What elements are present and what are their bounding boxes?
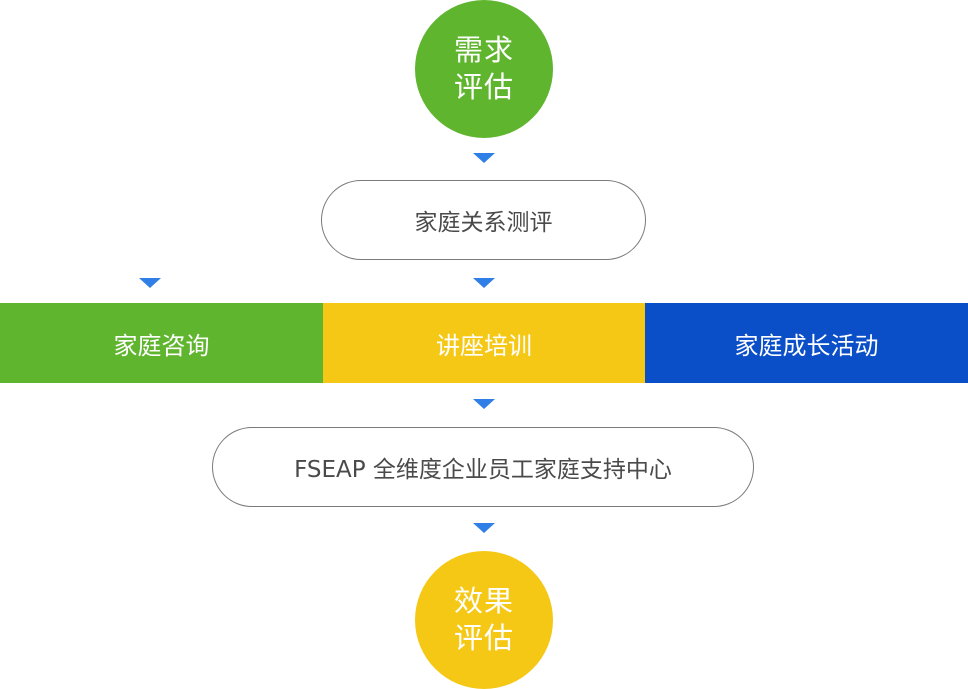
arrow-down-icon — [473, 278, 495, 288]
service-family-growth-activities-label: 家庭成长活动 — [734, 331, 879, 360]
effect-evaluation-node: 效果 评估 — [415, 551, 553, 689]
arrow-down-icon — [139, 278, 161, 288]
service-family-growth-activities: 家庭成长活动 — [645, 303, 968, 383]
needs-assessment-line1: 需求 — [453, 33, 514, 67]
needs-assessment-node: 需求 评估 — [415, 0, 553, 138]
fseap-support-center-node: FSEAP 全维度企业员工家庭支持中心 — [212, 427, 754, 507]
service-family-counseling-label: 家庭咨询 — [113, 331, 210, 360]
arrow-down-icon — [473, 399, 495, 409]
family-relationship-assessment-node: 家庭关系测评 — [321, 180, 646, 260]
family-relationship-assessment-label: 家庭关系测评 — [414, 210, 553, 236]
arrow-down-icon — [473, 523, 495, 533]
service-family-counseling: 家庭咨询 — [0, 303, 323, 383]
arrow-down-icon — [473, 153, 495, 163]
service-lecture-training-label: 讲座培训 — [436, 331, 532, 360]
needs-assessment-line2: 评估 — [453, 70, 514, 104]
fseap-support-center-label: FSEAP 全维度企业员工家庭支持中心 — [294, 457, 672, 483]
effect-evaluation-line1: 效果 — [453, 584, 514, 618]
effect-evaluation-line2: 评估 — [453, 621, 514, 655]
service-lecture-training: 讲座培训 — [323, 303, 645, 383]
